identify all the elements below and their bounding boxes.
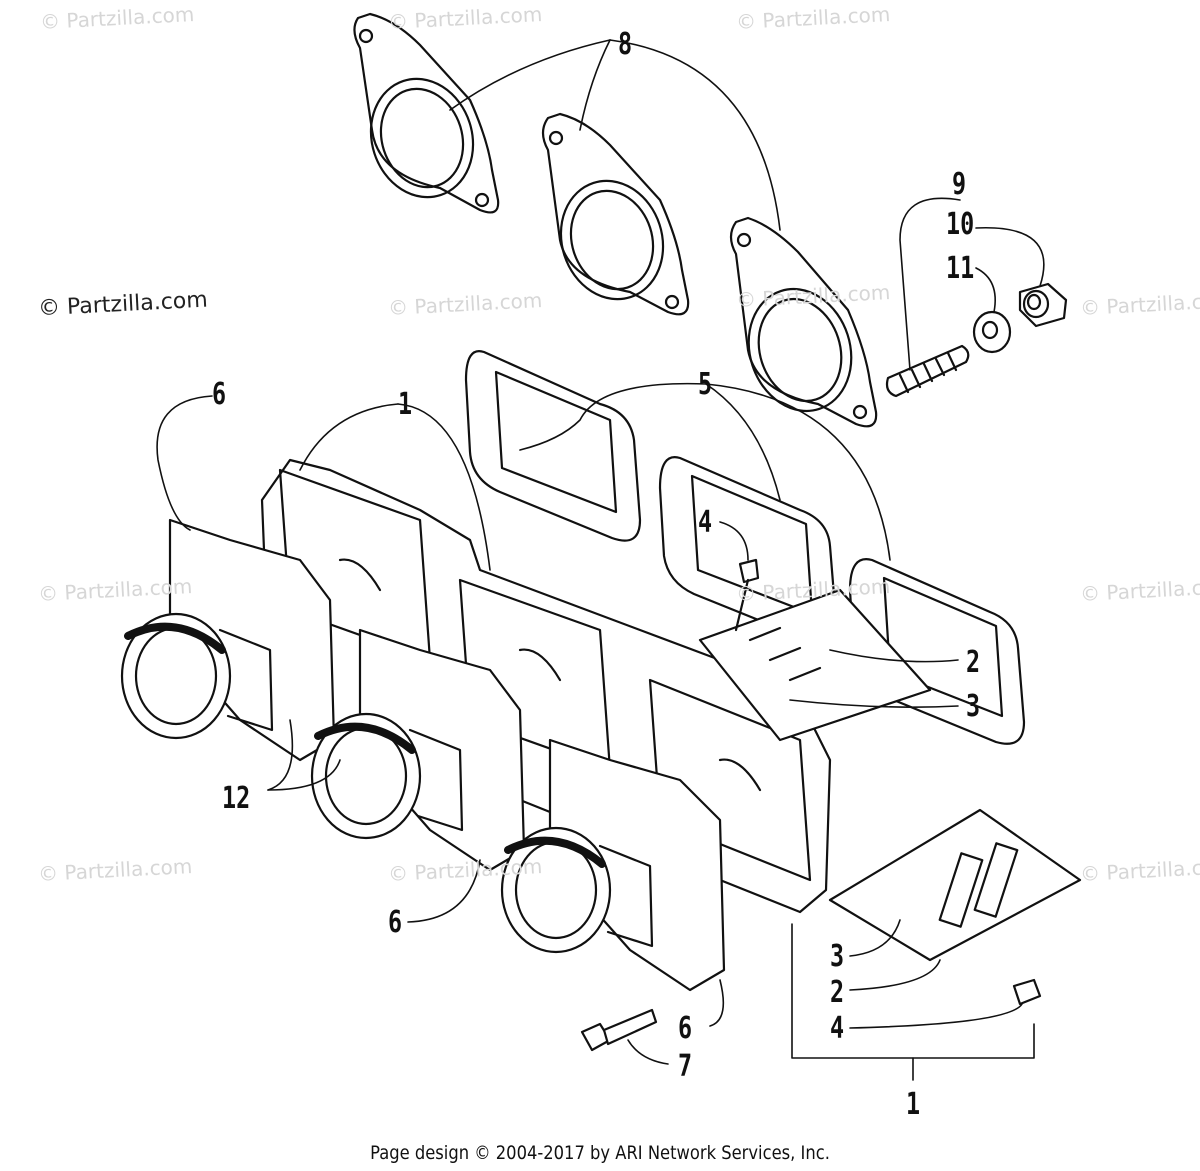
callout-3: 3 bbox=[966, 689, 981, 724]
intake-boot-2 bbox=[310, 628, 526, 872]
nut-10 bbox=[1018, 282, 1068, 328]
reed-gasket-1 bbox=[464, 350, 642, 542]
callout-12: 12 bbox=[222, 781, 251, 816]
stud-9 bbox=[885, 344, 970, 398]
callout-9: 9 bbox=[952, 167, 967, 202]
callout-6: 6 bbox=[388, 905, 403, 940]
gasket-3 bbox=[729, 216, 878, 428]
callout-2: 2 bbox=[966, 645, 981, 680]
callout-10: 10 bbox=[946, 207, 975, 242]
callout-2: 2 bbox=[830, 975, 845, 1010]
callout-1: 1 bbox=[398, 387, 413, 422]
page-footer: Page design © 2004-2017 by ARI Network S… bbox=[370, 1142, 830, 1164]
callout-7: 7 bbox=[678, 1049, 693, 1084]
gasket-2 bbox=[541, 112, 690, 316]
callout-8: 8 bbox=[618, 27, 633, 62]
callout-4: 4 bbox=[698, 505, 713, 540]
intake-boot-3 bbox=[500, 738, 726, 992]
intake-boot-1 bbox=[120, 518, 336, 762]
callout-11: 11 bbox=[946, 251, 975, 286]
callout-4: 4 bbox=[830, 1011, 845, 1046]
screw-4-lower bbox=[1012, 978, 1042, 1006]
screw-4-upper bbox=[734, 558, 760, 632]
callout-5: 5 bbox=[698, 367, 713, 402]
reed-petal-plate bbox=[698, 588, 1082, 962]
gasket-1 bbox=[353, 12, 500, 214]
callout-3: 3 bbox=[830, 939, 845, 974]
callout-1: 1 bbox=[906, 1087, 921, 1122]
leader-lines bbox=[156, 39, 1045, 1081]
screw-7 bbox=[580, 1008, 658, 1052]
callout-6: 6 bbox=[678, 1011, 693, 1046]
washer-11 bbox=[972, 310, 1012, 354]
callout-6: 6 bbox=[212, 377, 227, 412]
